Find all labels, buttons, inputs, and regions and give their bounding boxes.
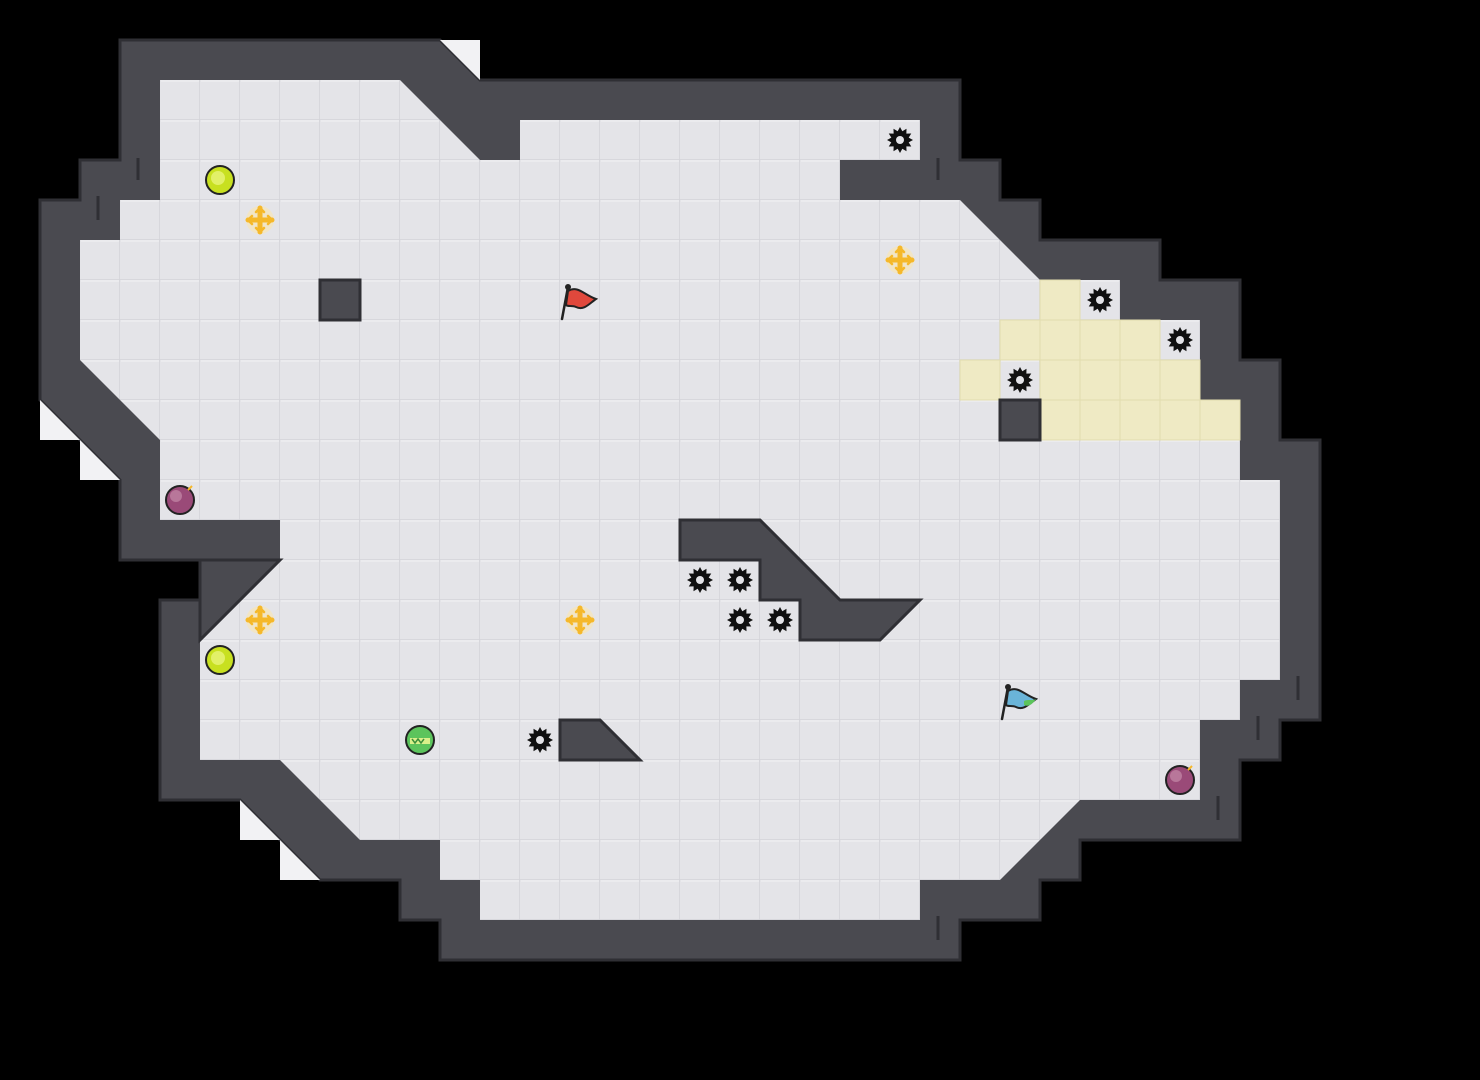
wall-diagonal [198, 558, 284, 644]
spike-icon [887, 127, 913, 153]
floor [80, 80, 1280, 920]
spike-icon [1167, 327, 1193, 353]
boosts-layer [245, 205, 915, 635]
powerup-icon[interactable] [205, 165, 235, 195]
spike-icon [527, 727, 553, 753]
powerup-icon[interactable] [205, 645, 235, 675]
boost-icon[interactable] [245, 605, 275, 635]
wall-notches [96, 158, 1300, 940]
bomb-icon[interactable] [1165, 765, 1195, 795]
bomb-icon[interactable] [165, 485, 195, 515]
wall-ramp [558, 718, 644, 762]
wall-block [318, 278, 362, 322]
inner-walls [198, 278, 1042, 762]
boost-icon[interactable] [245, 205, 275, 235]
spike-icon [727, 607, 753, 633]
blue-flag-icon[interactable] [1000, 684, 1039, 721]
spike-icon [767, 607, 793, 633]
boost-icon[interactable] [565, 605, 595, 635]
spike-icon [1007, 367, 1033, 393]
powerups-layer [205, 165, 235, 675]
red-flag-icon[interactable] [560, 284, 599, 321]
boost-icon[interactable] [885, 245, 915, 275]
wall-diagonal [678, 518, 924, 642]
highlight-zone [959, 279, 1241, 441]
bombs-layer [165, 485, 1195, 795]
spike-icon [1087, 287, 1113, 313]
spikes-layer [527, 127, 1193, 753]
light-patches [40, 40, 480, 880]
juke-juice-icon[interactable] [405, 725, 435, 755]
spike-icon [727, 567, 753, 593]
wall-block [998, 398, 1042, 442]
spike-icon [687, 567, 713, 593]
